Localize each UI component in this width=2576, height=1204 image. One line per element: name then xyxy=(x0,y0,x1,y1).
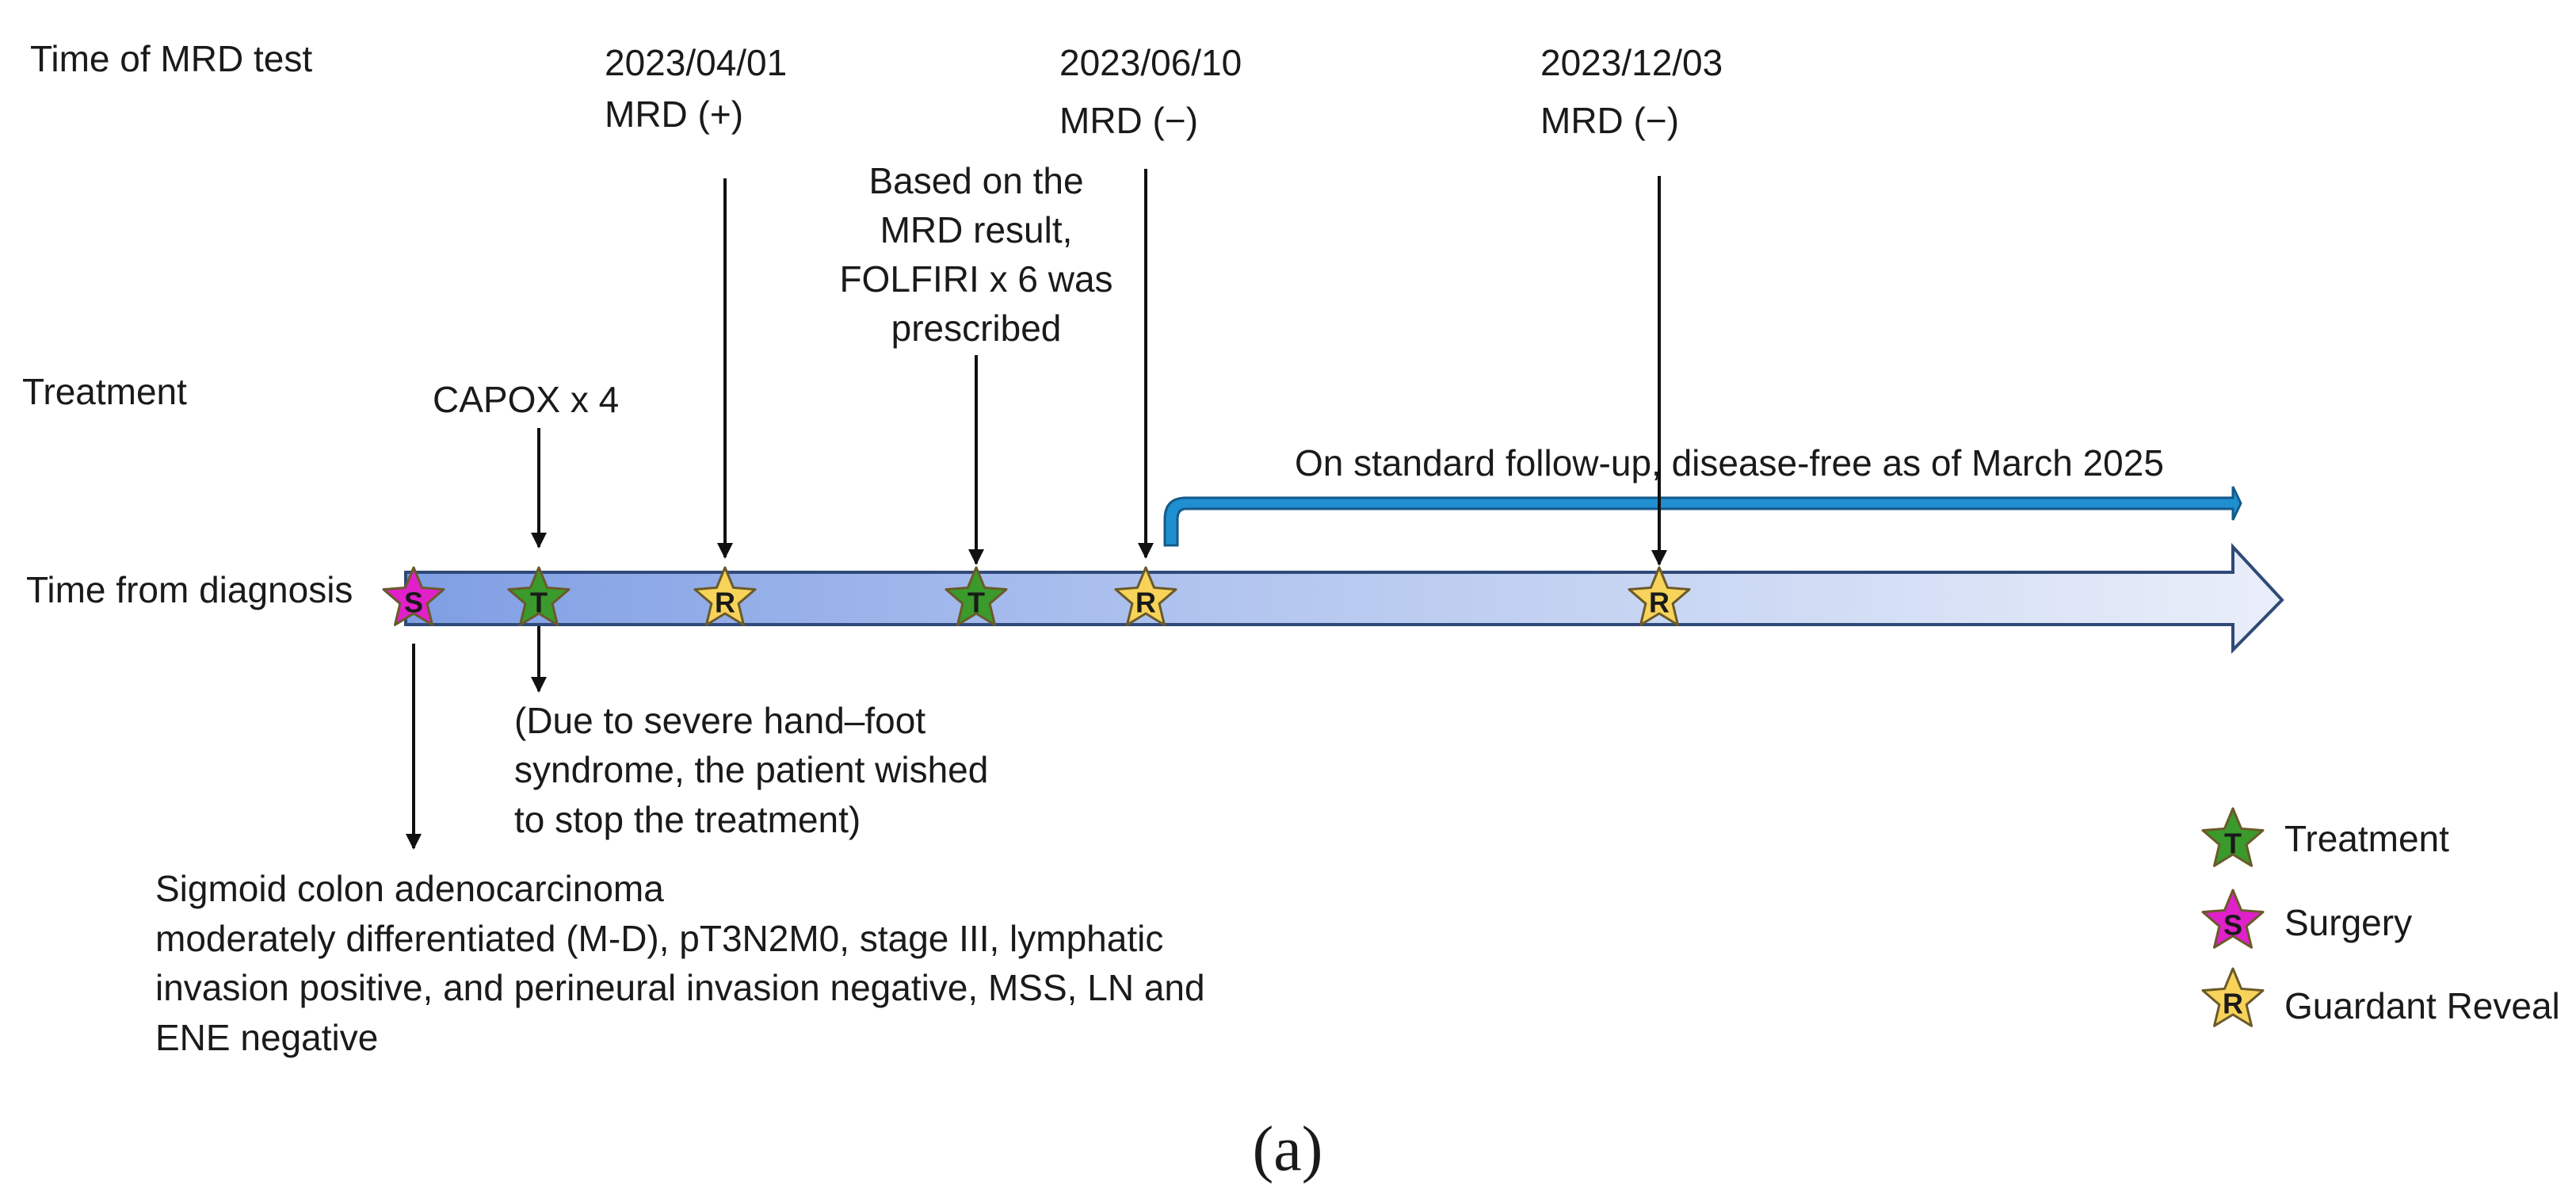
svg-text:S: S xyxy=(2223,909,2242,942)
treatment-star-icon: T xyxy=(945,566,1008,626)
row-label-time: Time from diagnosis xyxy=(26,569,353,610)
svg-text:T: T xyxy=(530,587,548,619)
timeline-arrow xyxy=(404,542,2284,654)
mrd-result-1: MRD (+) xyxy=(605,94,743,135)
followup-arrow xyxy=(1163,486,2242,547)
folfiri-line-1: Based on the xyxy=(868,160,1083,201)
legend-label-treatment: Treatment xyxy=(2284,818,2449,859)
mrd-result-3: MRD (−) xyxy=(1540,100,1679,141)
surgery-note-line-4: ENE negative xyxy=(155,1017,378,1058)
figure-caption: (a) xyxy=(1253,1114,1323,1184)
surgery-note-line-3: invasion positive, and perineural invasi… xyxy=(155,967,1205,1008)
row-label-mrd: Time of MRD test xyxy=(30,38,312,79)
svg-text:T: T xyxy=(2224,828,2242,860)
folfiri-line-4: prescribed xyxy=(891,308,1062,349)
surgery-star-icon: S xyxy=(382,566,445,626)
svg-text:R: R xyxy=(1649,587,1670,619)
surgery-note-line-1: Sigmoid colon adenocarcinoma xyxy=(155,868,664,909)
stop-note-line-1: (Due to severe hand–foot xyxy=(514,700,925,741)
followup-label: On standard follow-up, disease-free as o… xyxy=(1295,442,2164,484)
svg-text:R: R xyxy=(1135,587,1156,619)
legend-label-reveal: Guardant Reveal xyxy=(2284,985,2560,1026)
mrd-result-2: MRD (−) xyxy=(1059,100,1198,141)
row-label-treatment: Treatment xyxy=(22,371,187,412)
svg-text:R: R xyxy=(2223,988,2243,1020)
stop-note-line-3: to stop the treatment) xyxy=(514,799,861,840)
mrd-date-1: 2023/04/01 xyxy=(605,42,787,83)
svg-text:S: S xyxy=(404,587,423,619)
mrd-date-3: 2023/12/03 xyxy=(1540,42,1723,83)
legend-surgery-star-icon: S xyxy=(2201,889,2265,949)
legend-reveal-star-icon: R xyxy=(2201,967,2265,1027)
capox-label: CAPOX x 4 xyxy=(433,379,619,420)
folfiri-line-3: FOLFIRI x 6 was xyxy=(839,258,1112,300)
svg-text:T: T xyxy=(967,587,985,619)
treatment-star-icon: T xyxy=(507,566,571,626)
surgery-note-line-2: moderately differentiated (M-D), pT3N2M0… xyxy=(155,918,1163,959)
reveal-star-icon: R xyxy=(1114,566,1177,626)
reveal-star-icon: R xyxy=(693,566,757,626)
folfiri-line-2: MRD result, xyxy=(880,209,1073,250)
legend-treatment-star-icon: T xyxy=(2201,807,2265,867)
stop-note-line-2: syndrome, the patient wished xyxy=(514,749,988,790)
legend-label-surgery: Surgery xyxy=(2284,902,2412,943)
svg-text:R: R xyxy=(715,587,735,619)
mrd-date-2: 2023/06/10 xyxy=(1059,42,1242,83)
legend: T Treatment S Surgery R Guardant Reveal xyxy=(2201,807,2560,1027)
reveal-star-icon: R xyxy=(1628,566,1691,626)
